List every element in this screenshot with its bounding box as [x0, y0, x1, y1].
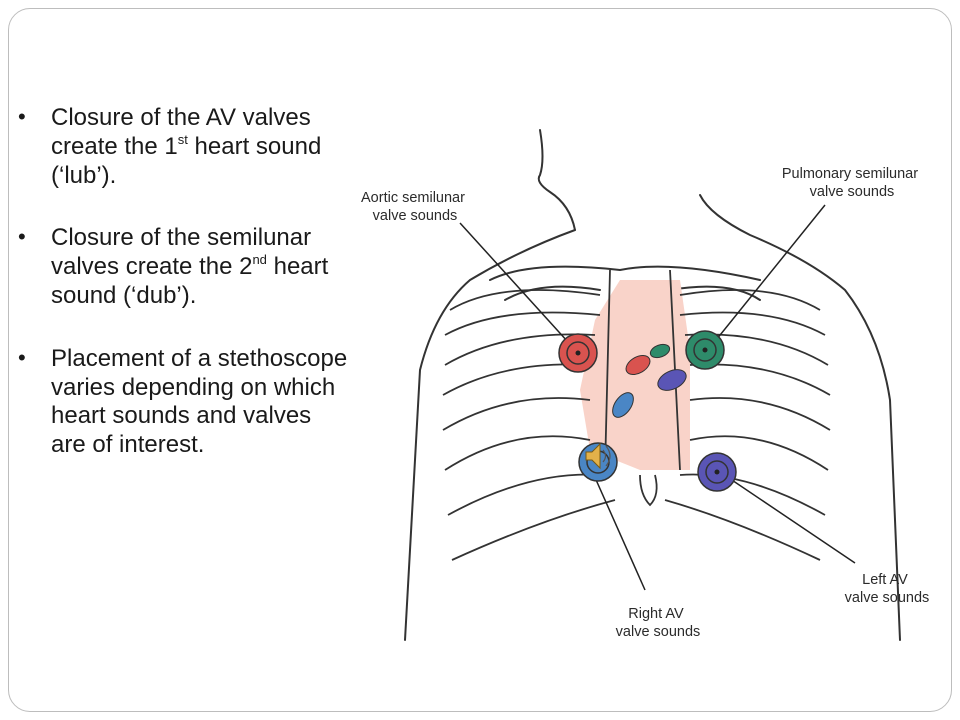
pulmonary-valve-marker	[685, 330, 725, 370]
bullet-text: Placement of a stethoscope varies depend…	[51, 344, 348, 459]
bullet-marker: •	[18, 224, 26, 250]
bullet-stethoscope-placement: • Placement of a stethoscope varies depe…	[18, 345, 348, 460]
aortic-valve-marker	[558, 333, 598, 373]
bullet-superscript: nd	[252, 252, 267, 268]
left-av-valve-marker	[697, 452, 737, 492]
tricuspid-valve	[612, 392, 634, 418]
bullet-tail: heart sound (‘dub’).	[51, 253, 329, 309]
heart-region	[580, 280, 690, 470]
bullet-semilunar-closure: • Closure of the semilunar valves create…	[18, 224, 348, 310]
aortic-valve	[625, 355, 651, 375]
bullet-av-closure: • Closure of the AV valves create the 1s…	[18, 104, 348, 190]
bullet-tail: heart sound (‘lub’).	[51, 132, 322, 189]
pulmonary-valve	[649, 343, 671, 359]
bullet-list: • Closure of the AV valves create the 1s…	[18, 104, 348, 494]
slide-frame	[8, 8, 952, 712]
speaker-icon[interactable]	[585, 442, 611, 470]
bullet-marker: •	[18, 344, 26, 370]
aortic-label: Aortic semilunar valve sounds	[361, 190, 469, 224]
chest-diagram: Aortic semilunar valve sounds Pulmonary …	[361, 129, 930, 641]
bullet-superscript: st	[177, 131, 188, 147]
bullet-marker: •	[18, 104, 26, 129]
torso-outline	[404, 129, 901, 641]
left-av-label: Left AV valve sounds	[845, 572, 930, 606]
bullet-text: Closure of the AV valves create the 1	[51, 104, 311, 160]
mitral-valve	[657, 369, 687, 391]
right-av-label: Right AV valve sounds	[616, 606, 701, 640]
pulmonary-label: Pulmonary semilunar valve sounds	[782, 166, 922, 200]
bullet-text: Closure of the semilunar valves create t…	[51, 224, 312, 281]
